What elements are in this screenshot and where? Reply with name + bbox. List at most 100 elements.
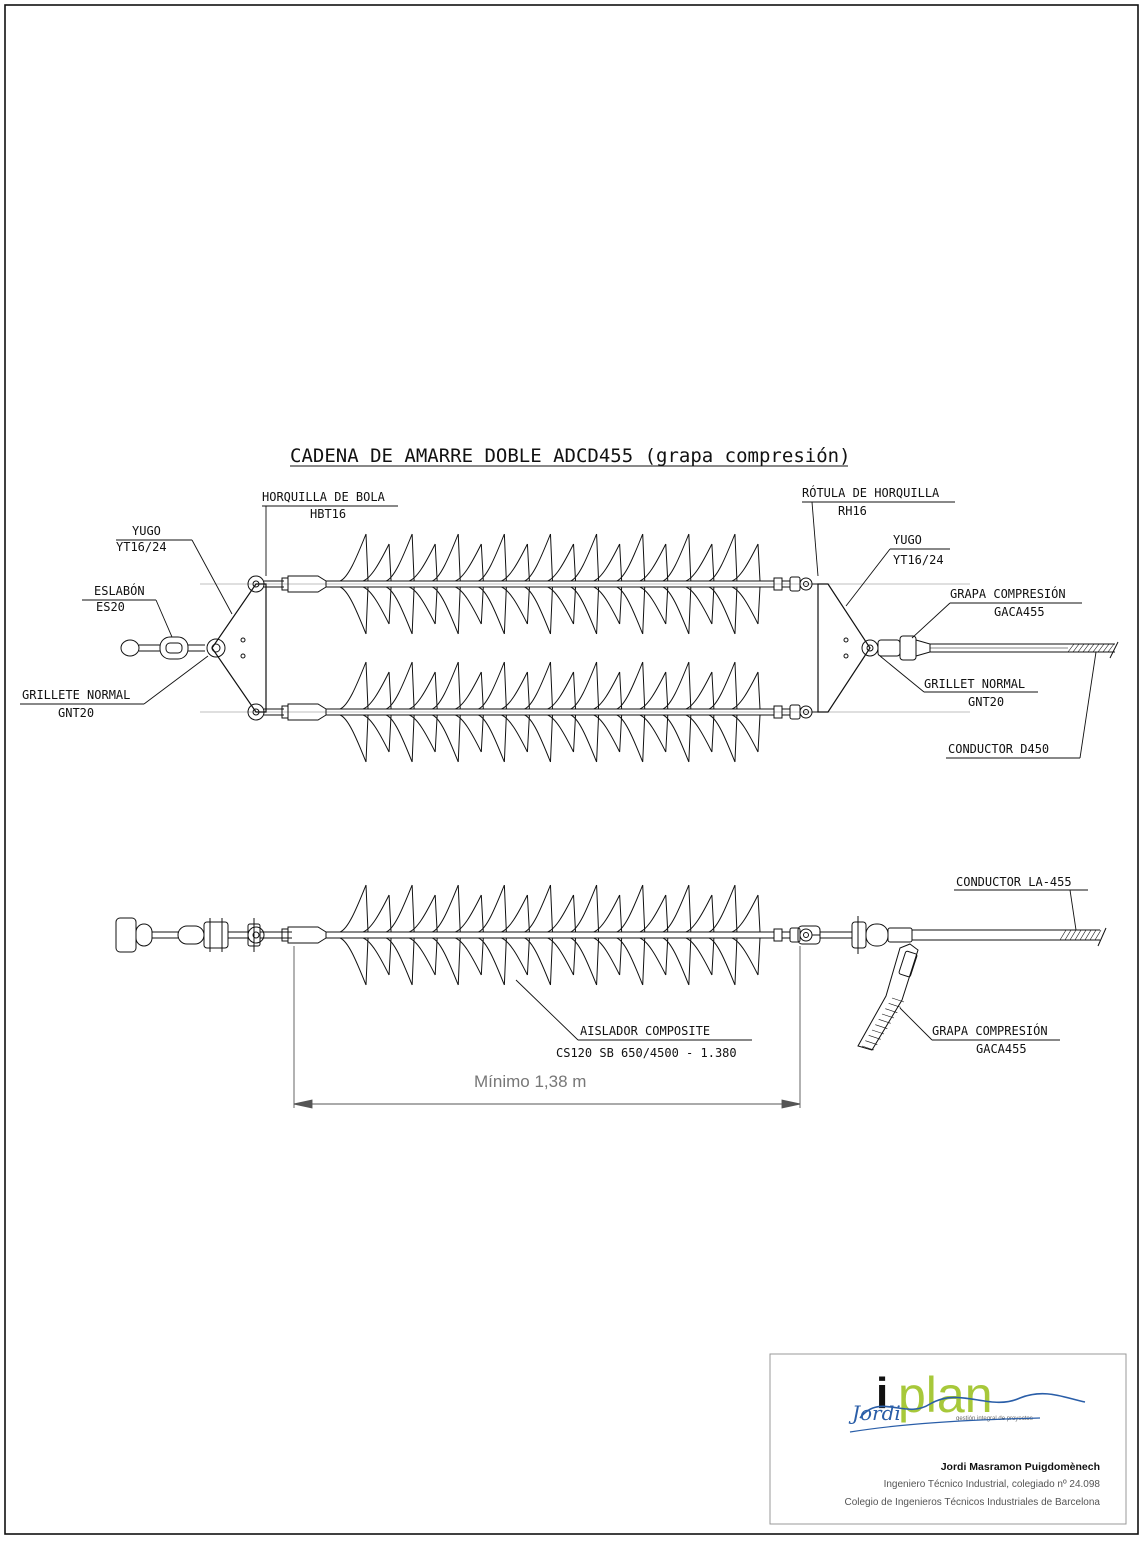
insulator-shed bbox=[616, 533, 646, 582]
hatch-line bbox=[885, 1008, 898, 1013]
hatch-line bbox=[1089, 929, 1097, 941]
dimension-line bbox=[293, 946, 801, 1109]
insulator-shed bbox=[408, 671, 438, 710]
insulator-shed bbox=[501, 894, 530, 933]
hatch-line bbox=[1072, 643, 1080, 653]
hatch-line bbox=[1097, 643, 1105, 653]
insulator-shed bbox=[478, 533, 507, 582]
insulator-shed bbox=[685, 714, 715, 753]
insulator-shed bbox=[501, 671, 530, 710]
insulator-shed bbox=[339, 714, 369, 763]
conductor-hatch-bottom bbox=[861, 927, 1107, 1051]
insulator-shed bbox=[339, 937, 369, 986]
label-grillet-normal: GRILLET NORMAL GNT20 bbox=[924, 677, 1025, 709]
insulator-shed bbox=[501, 543, 530, 582]
insulator-shed bbox=[478, 714, 507, 763]
insulator-shed bbox=[524, 714, 553, 763]
hatch-line bbox=[861, 1045, 875, 1051]
insulator-shed bbox=[455, 671, 484, 710]
insulator-shed bbox=[708, 937, 738, 986]
insulator-shed bbox=[616, 937, 646, 986]
svg-text:YUGO: YUGO bbox=[893, 533, 922, 547]
hatch-line bbox=[1102, 643, 1110, 653]
svg-text:YT16/24: YT16/24 bbox=[116, 540, 167, 554]
conductor-cut bbox=[1109, 641, 1119, 659]
insulator-shed bbox=[478, 937, 507, 986]
label-eslabon: ESLABÓN ES20 bbox=[94, 583, 145, 614]
insulator-shed bbox=[385, 884, 415, 933]
insulator-shed bbox=[501, 714, 530, 753]
hatch-line bbox=[888, 1003, 901, 1008]
insulator-shed bbox=[685, 586, 715, 625]
insulator-shed bbox=[731, 894, 761, 933]
insulator-shed bbox=[408, 586, 438, 625]
insulator-shed bbox=[524, 586, 553, 635]
svg-text:HORQUILLA DE BOLA: HORQUILLA DE BOLA bbox=[262, 490, 386, 504]
svg-text:GACA455: GACA455 bbox=[994, 605, 1045, 619]
composite-insulator bbox=[247, 661, 820, 763]
hatch-line bbox=[1077, 643, 1085, 653]
single-string-side-view bbox=[115, 916, 1100, 1051]
insulator-shed bbox=[385, 937, 415, 986]
insulator-shed bbox=[547, 543, 577, 582]
insulator-shed bbox=[362, 671, 392, 710]
insulator-shed bbox=[593, 671, 623, 710]
insulator-shed bbox=[685, 671, 715, 710]
handwritten-signature bbox=[859, 1392, 1086, 1419]
label-grillete-normal: GRILLETE NORMAL GNT20 bbox=[22, 688, 130, 720]
svg-text:YUGO: YUGO bbox=[132, 524, 161, 538]
insulator-shed bbox=[616, 714, 646, 763]
insulator-shed bbox=[593, 937, 623, 976]
insulator-shed bbox=[431, 533, 461, 582]
insulator-shed bbox=[731, 671, 761, 710]
insulator-shed bbox=[524, 884, 553, 933]
insulator-shed bbox=[731, 937, 761, 976]
svg-text:GRAPA COMPRESIÓN: GRAPA COMPRESIÓN bbox=[932, 1023, 1048, 1038]
engineer-college: Colegio de Ingenieros Técnicos Industria… bbox=[844, 1497, 1100, 1508]
insulator-shed bbox=[455, 714, 484, 753]
insulator-shed bbox=[339, 884, 369, 933]
insulator-shed bbox=[685, 543, 715, 582]
insulator-shed bbox=[616, 586, 646, 635]
hatch-line bbox=[1074, 929, 1082, 941]
iplan-logo: i plan gestión integral de proyectos Jor… bbox=[848, 1367, 1086, 1433]
composite-insulator bbox=[247, 884, 820, 986]
svg-text:RÓTULA DE HORQUILLA: RÓTULA DE HORQUILLA bbox=[802, 485, 940, 500]
insulator-shed bbox=[570, 884, 600, 933]
hatch-line bbox=[1084, 929, 1092, 941]
hatch-line bbox=[865, 1040, 878, 1045]
insulator-shed bbox=[431, 714, 461, 763]
svg-text:CS120 SB 650/4500 - 1.380: CS120 SB 650/4500 - 1.380 bbox=[556, 1046, 737, 1060]
double-tension-string bbox=[120, 583, 1115, 713]
hatch-line bbox=[868, 1035, 881, 1040]
insulator-shed bbox=[362, 586, 392, 625]
insulator-shed bbox=[455, 894, 484, 933]
insulator-shed bbox=[524, 661, 553, 710]
svg-text:YT16/24: YT16/24 bbox=[893, 553, 944, 567]
insulator-shed bbox=[362, 543, 392, 582]
insulator-shed bbox=[501, 586, 530, 625]
svg-text:GNT20: GNT20 bbox=[58, 706, 94, 720]
insulator-shed bbox=[593, 586, 623, 625]
drawing-title: CADENA DE AMARRE DOBLE ADCD455 (grapa co… bbox=[290, 445, 851, 467]
hatch-line bbox=[1069, 929, 1077, 941]
label-yugo-left: YUGO YT16/24 bbox=[116, 524, 167, 554]
insulator-shed bbox=[685, 894, 715, 933]
insulator-shed bbox=[708, 884, 738, 933]
insulator-shed bbox=[385, 586, 415, 635]
hatch-line bbox=[1079, 929, 1087, 941]
signature-block: i plan gestión integral de proyectos Jor… bbox=[769, 1353, 1127, 1525]
hatch-line bbox=[875, 1024, 888, 1029]
insulator-shed bbox=[662, 714, 692, 763]
insulator-shed bbox=[685, 937, 715, 976]
top-leaders bbox=[20, 501, 1097, 759]
hatch-line bbox=[1067, 643, 1075, 653]
svg-text:GRILLET NORMAL: GRILLET NORMAL bbox=[924, 677, 1025, 691]
insulator-shed bbox=[455, 937, 484, 976]
label-rotula-horquilla: RÓTULA DE HORQUILLA RH16 bbox=[802, 485, 940, 518]
insulator-shed bbox=[639, 714, 669, 753]
conductor-cut bbox=[1097, 927, 1107, 947]
insulator-shed bbox=[547, 586, 577, 625]
